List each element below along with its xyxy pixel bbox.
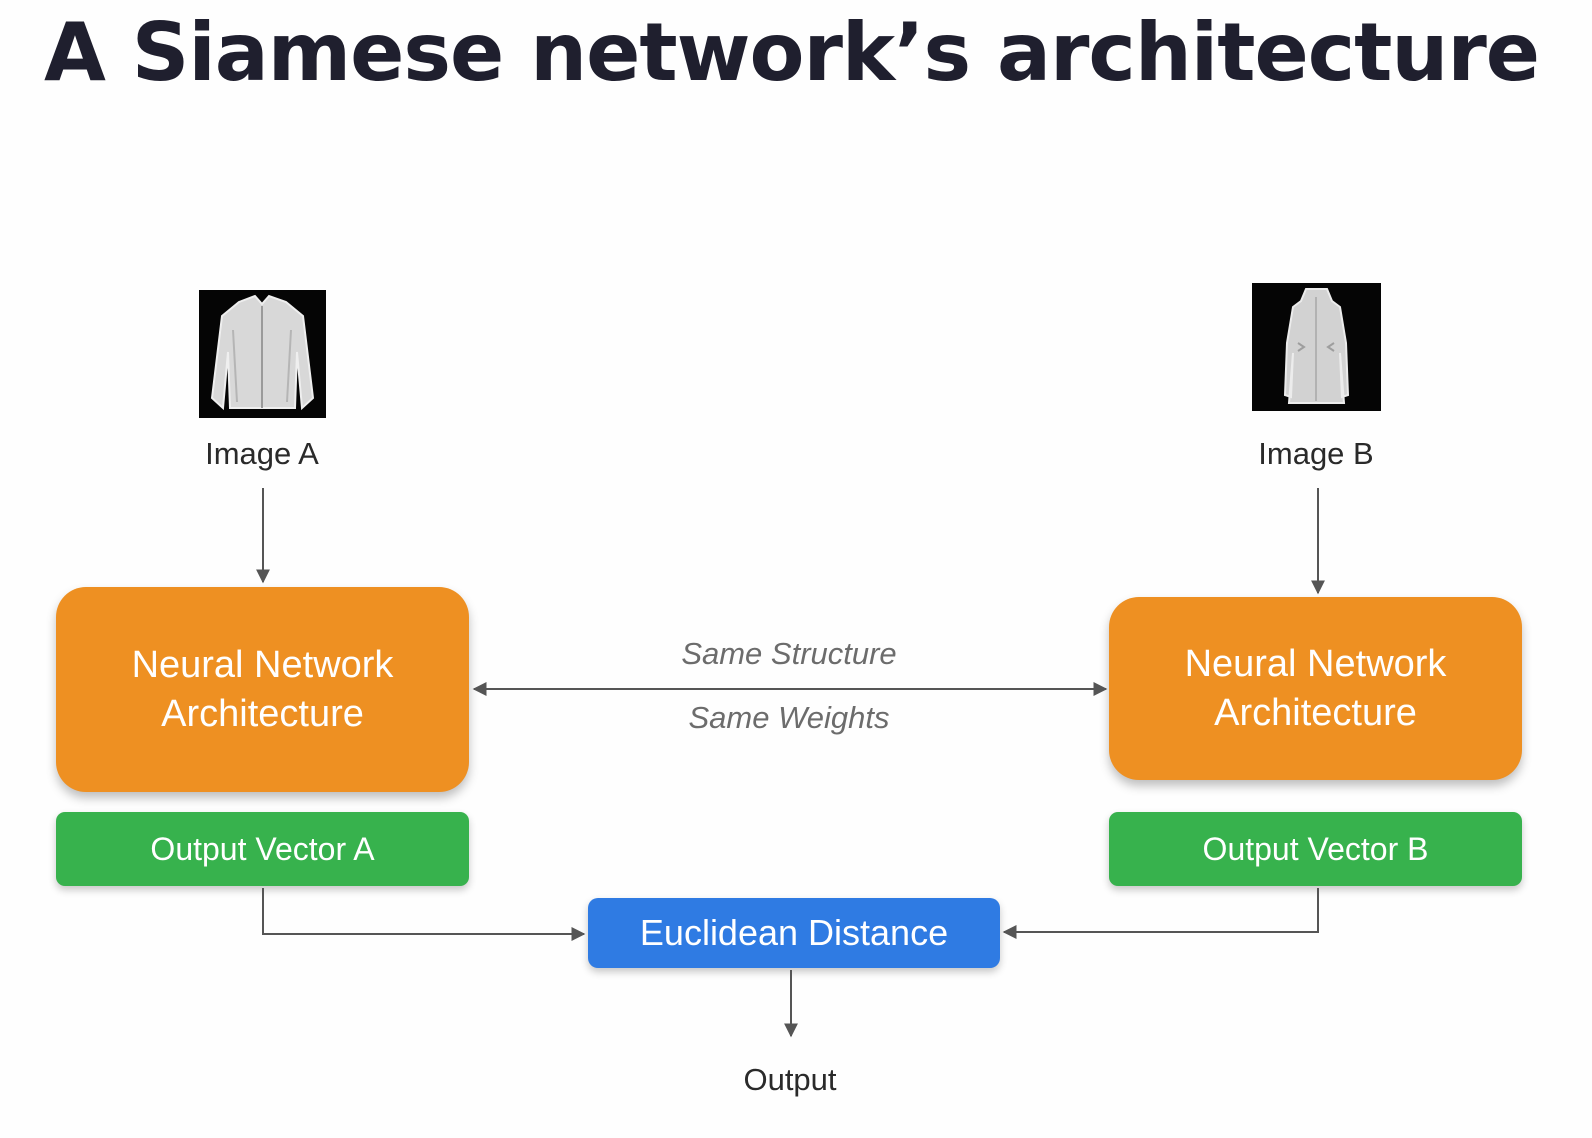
output-label: Output [743, 1062, 837, 1097]
neural-network-a-line1: Neural Network [131, 643, 394, 686]
image-b-label: Image B [1258, 436, 1374, 471]
same-weights-label: Same Weights [688, 700, 890, 735]
neural-network-a: Neural Network Architecture [56, 587, 469, 792]
neural-network-b: Neural Network Architecture [1109, 597, 1522, 780]
neural-network-b-line2: Architecture [1214, 691, 1417, 734]
image-a-label: Image A [205, 436, 319, 471]
dress-icon [1283, 288, 1350, 404]
jacket-icon [210, 294, 315, 411]
arrow-vector-b-to-distance [1002, 888, 1319, 939]
neural-network-a-line2: Architecture [161, 692, 364, 735]
neural-network-b-line1: Neural Network [1184, 642, 1447, 685]
output-vector-b: Output Vector B [1109, 812, 1522, 886]
same-structure-label: Same Structure [681, 636, 897, 671]
euclidean-distance-box: Euclidean Distance [588, 898, 1000, 968]
page-title: A Siamese network’s architecture [44, 6, 1540, 99]
arrow-vector-a-to-distance [262, 888, 586, 941]
image-b-thumbnail [1252, 283, 1381, 411]
output-vector-a: Output Vector A [56, 812, 469, 886]
image-a-thumbnail [199, 290, 326, 418]
